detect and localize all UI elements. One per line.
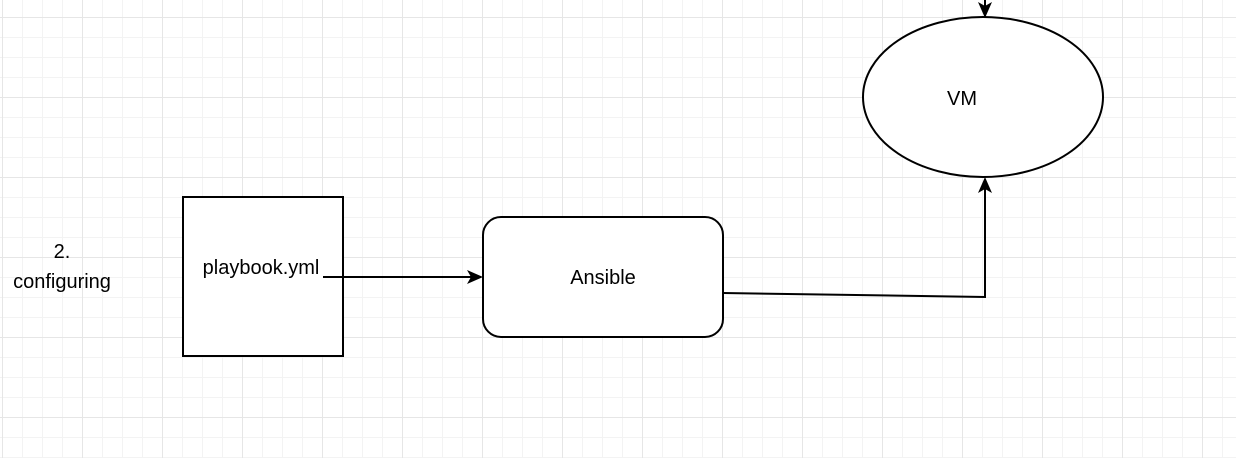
edge-ansible-to-vm[interactable] (722, 177, 992, 299)
playbook-node[interactable] (182, 196, 344, 357)
playbook-label: playbook.yml (203, 257, 320, 279)
vm-label: VM (947, 88, 977, 110)
ansible-label: Ansible (570, 267, 636, 289)
step-label-number: 2. (54, 241, 71, 263)
step-label-text: configuring (13, 271, 111, 293)
ansible-node[interactable] (482, 216, 724, 338)
vm-node[interactable] (862, 16, 1104, 178)
